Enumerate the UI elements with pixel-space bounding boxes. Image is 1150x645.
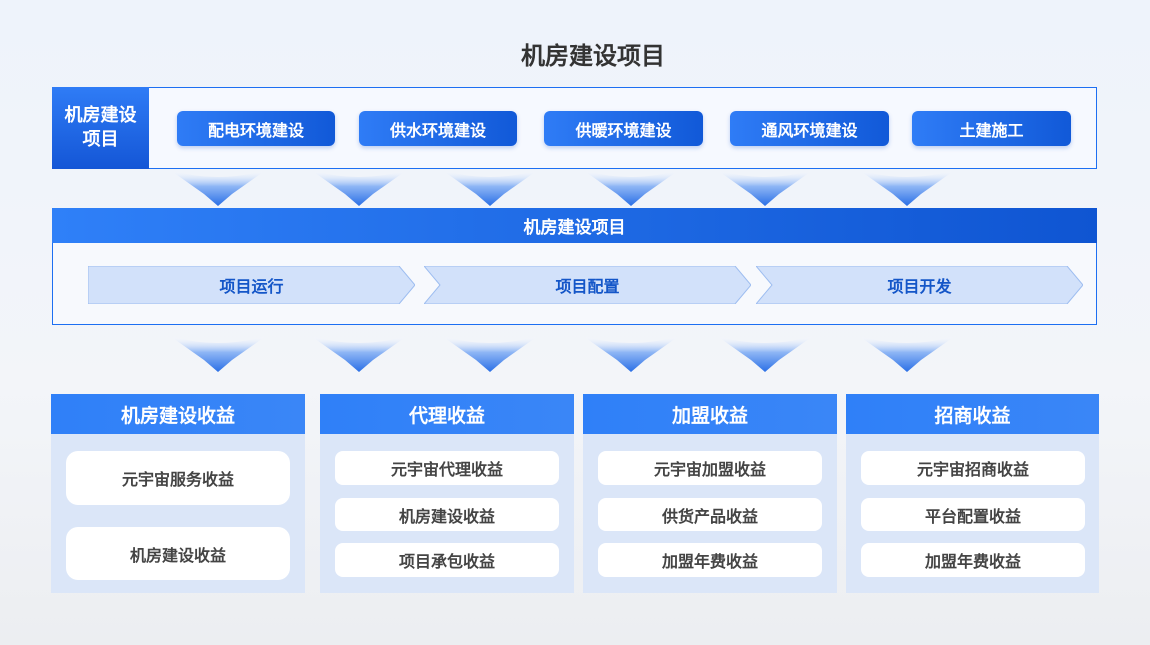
flow-arrow-icon (717, 336, 813, 372)
revenue-item: 项目承包收益 (335, 543, 559, 577)
top-panel: 机房建设项目 配电环境建设 供水环境建设 供暖环境建设 通风环境建设 土建施工 (52, 87, 1097, 169)
flow-arrow-icon (311, 336, 407, 372)
item-ventilation-env: 通风环境建设 (730, 111, 889, 146)
column-title: 代理收益 (320, 394, 574, 434)
middle-panel: 机房建设项目 项目运行 项目配置 项目开发 (52, 208, 1097, 325)
flow-arrow-icon (583, 170, 679, 206)
revenue-item: 元宇宙加盟收益 (598, 451, 822, 485)
column-datacenter-revenue: 机房建设收益 元宇宙服务收益 机房建设收益 (51, 394, 305, 593)
flow-arrow-icon (311, 170, 407, 206)
stage-operation-shape (88, 266, 415, 304)
middle-panel-header: 机房建设项目 (52, 208, 1097, 243)
column-investment-revenue: 招商收益 元宇宙招商收益 平台配置收益 加盟年费收益 (846, 394, 1099, 593)
column-title: 招商收益 (846, 394, 1099, 434)
revenue-item: 元宇宙代理收益 (335, 451, 559, 485)
column-title: 机房建设收益 (51, 394, 305, 434)
column-franchise-revenue: 加盟收益 元宇宙加盟收益 供货产品收益 加盟年费收益 (583, 394, 837, 593)
flow-arrow-icon (170, 170, 266, 206)
item-power-env: 配电环境建设 (177, 111, 335, 146)
flow-arrow-icon (170, 336, 266, 372)
stage-operation-label: 项目运行 (219, 277, 284, 296)
stage-development: 项目开发 (756, 266, 1083, 304)
stage-configuration: 项目配置 (424, 266, 751, 304)
flow-arrow-icon (583, 336, 679, 372)
item-water-env: 供水环境建设 (359, 111, 517, 146)
page-title: 机房建设项目 (521, 42, 665, 70)
revenue-item: 加盟年费收益 (598, 543, 822, 577)
stage-configuration-label: 项目配置 (555, 277, 620, 296)
revenue-item: 加盟年费收益 (861, 543, 1085, 577)
revenue-item: 元宇宙服务收益 (66, 451, 290, 505)
revenue-item: 机房建设收益 (66, 527, 290, 580)
revenue-item: 平台配置收益 (861, 498, 1085, 531)
stage-operation: 项目运行 (88, 266, 415, 304)
flow-arrow-icon (442, 336, 538, 372)
flow-arrow-icon (859, 336, 955, 372)
stage-development-shape (756, 266, 1083, 304)
flow-arrow-icon (717, 170, 813, 206)
revenue-item: 元宇宙招商收益 (861, 451, 1085, 485)
flow-arrow-icon (859, 170, 955, 206)
top-panel-label: 机房建设项目 (52, 87, 149, 169)
flow-arrow-icon (442, 170, 538, 206)
column-title: 加盟收益 (583, 394, 837, 434)
item-civil-construction: 土建施工 (912, 111, 1071, 146)
revenue-item: 供货产品收益 (598, 498, 822, 531)
column-agency-revenue: 代理收益 元宇宙代理收益 机房建设收益 项目承包收益 (320, 394, 574, 593)
stage-development-label: 项目开发 (887, 277, 952, 296)
stage-configuration-shape (424, 266, 751, 304)
item-heating-env: 供暖环境建设 (544, 111, 703, 146)
revenue-item: 机房建设收益 (335, 498, 559, 531)
